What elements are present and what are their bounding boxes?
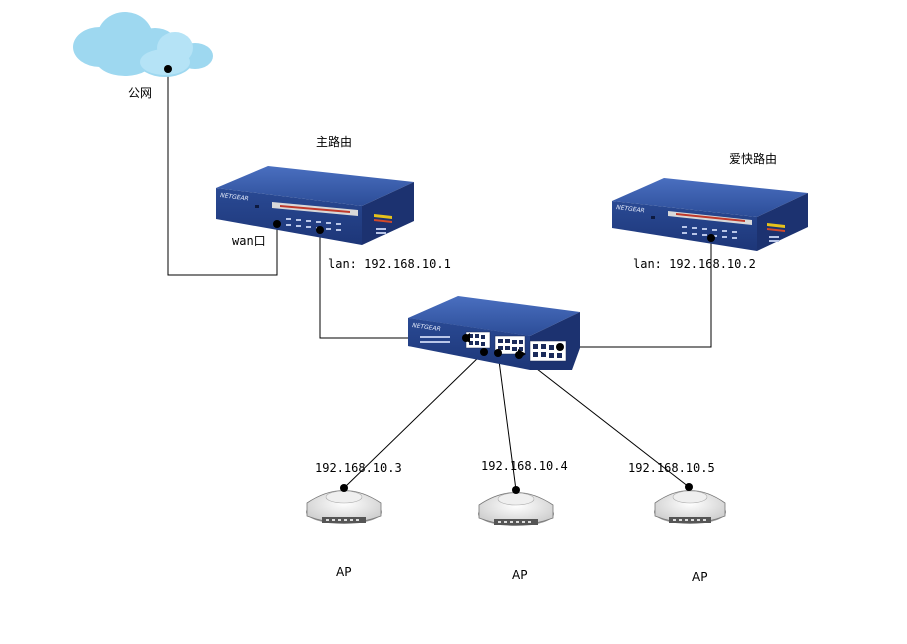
ap-device-1 (306, 490, 382, 524)
aikuai-router-title: 爱快路由 (729, 152, 778, 166)
svg-text:NETGEAR: NETGEAR (616, 204, 645, 214)
ap-3-ip-label: 192.168.10.5 (628, 461, 715, 475)
aikuai-lan-link (560, 238, 712, 348)
ap-device-3 (654, 490, 726, 524)
ap3-link (518, 354, 690, 488)
internet-cloud-icon (73, 12, 213, 77)
aikuai-router-device: NETGEAR (612, 178, 808, 251)
ap-1-ip-label: 192.168.10.3 (315, 461, 402, 475)
wan-link (167, 69, 278, 276)
main-router-device: NETGEAR (216, 166, 414, 245)
switch-device: NETGEAR (408, 296, 580, 370)
wan-port-label: wan口 (232, 234, 266, 248)
switch-brand-text: NETGEAR (412, 322, 441, 333)
connection-lines (167, 69, 712, 491)
svg-text:NETGEAR: NETGEAR (220, 192, 249, 202)
ap-3-label: AP (692, 570, 708, 584)
ap-1-label: AP (336, 565, 352, 579)
aikuai-router-lan-label: lan: 192.168.10.2 (633, 257, 756, 271)
ap-2-label: AP (512, 568, 528, 582)
switch-arrows (462, 333, 526, 359)
connection-endpoints (164, 65, 715, 494)
ap2-link (497, 352, 517, 491)
main-router-lan-label: lan: 192.168.10.1 (328, 257, 451, 271)
main-router-title: 主路由 (316, 135, 353, 149)
ap-device-2 (478, 492, 554, 526)
ap-2-ip-label: 192.168.10.4 (481, 459, 568, 473)
ap1-link (343, 351, 485, 489)
internet-label: 公网 (128, 86, 153, 100)
